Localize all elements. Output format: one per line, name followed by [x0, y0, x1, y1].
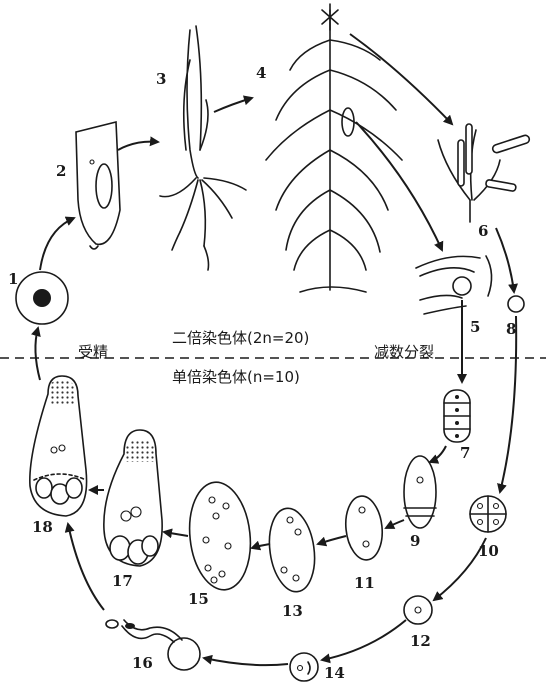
stage-label-12: 12 — [410, 632, 431, 650]
seedling-drawing — [160, 26, 246, 270]
arrow-11-to-13 — [318, 536, 346, 544]
arrow-13-to-15 — [252, 544, 270, 548]
diploid-caption: 二倍染色体(2n=20) — [172, 329, 309, 347]
megaspore-tetrad — [444, 390, 470, 442]
fertilization-label: 受精 — [78, 343, 108, 361]
microspore-tetrad — [470, 496, 506, 532]
arrow-6-to-8 — [496, 228, 514, 292]
stage-label-16: 16 — [132, 654, 153, 672]
stage-label-11: 11 — [354, 574, 375, 592]
stage-label-13: 13 — [282, 602, 303, 620]
stage-label-7: 7 — [460, 444, 470, 462]
arrow-12-to-14 — [322, 620, 406, 660]
stage-label-18: 18 — [32, 518, 53, 536]
arrow-16-to-18 — [68, 524, 104, 610]
haploid-caption: 单倍染色体(n=10) — [172, 368, 300, 386]
stage-label-8: 8 — [506, 320, 516, 338]
two-nucleate-embryo-sac — [343, 494, 385, 561]
functional-megaspore — [404, 456, 436, 528]
stage-label-5: 5 — [470, 318, 480, 336]
stage-label-17: 17 — [112, 572, 133, 590]
eight-nucleate-embryo-sac — [185, 479, 256, 593]
meiosis-label: 减数分裂 — [374, 343, 434, 361]
pollen-mother-cell — [508, 296, 524, 312]
stage-label-14: 14 — [324, 664, 345, 682]
stage-label-1: 1 — [8, 270, 18, 288]
arrow-15-to-17 — [164, 532, 188, 536]
four-nucleate-embryo-sac — [264, 505, 319, 594]
stage-label-10: 10 — [478, 542, 499, 560]
arrow-2-to-3 — [118, 142, 158, 150]
mature-embryo-sac — [104, 430, 162, 566]
arrow-1-to-2 — [40, 218, 74, 270]
arrow-3-to-4 — [214, 98, 252, 112]
pollen-grain — [290, 653, 318, 681]
ovule-drawing — [416, 256, 492, 314]
stage-label-2: 2 — [56, 162, 66, 180]
kernel-drawing — [76, 122, 120, 249]
germinating-pollen — [106, 620, 200, 670]
stage-label-6: 6 — [478, 222, 488, 240]
arrow-4-to-5 — [356, 122, 442, 250]
zygote-cell — [16, 272, 68, 324]
stage-label-15: 15 — [188, 590, 209, 608]
fertilized-embryo-sac — [30, 376, 87, 516]
arrow-8-to-10 — [500, 316, 516, 492]
microspore — [404, 596, 432, 624]
arrow-9-to-11 — [386, 520, 404, 528]
stage-label-9: 9 — [410, 532, 420, 550]
stage-label-4: 4 — [256, 64, 266, 82]
arrow-4-to-6 — [350, 34, 452, 124]
arrow-18-to-1 — [35, 328, 40, 380]
arrow-7-to-9 — [430, 446, 446, 462]
stage-label-3: 3 — [156, 70, 166, 88]
tassel-flower-drawing — [438, 124, 530, 222]
arrow-14-to-16 — [204, 658, 288, 665]
mature-plant-drawing — [266, 4, 402, 292]
